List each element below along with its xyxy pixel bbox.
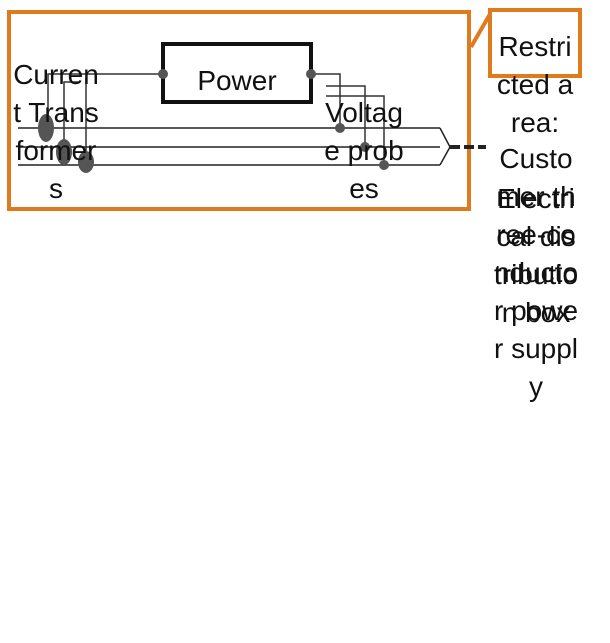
restricted-area-label: Restricted area: — [496, 31, 574, 138]
vp-dot-3 — [379, 160, 389, 170]
meter-terminal-left — [158, 69, 168, 79]
vp-dot-2 — [360, 142, 370, 152]
vp-dot-1 — [335, 123, 345, 133]
ct-clamp-2 — [56, 139, 72, 165]
distribution-box-label: Electrical distribution box — [493, 183, 579, 328]
conductor-bracket — [439, 127, 451, 166]
restricted-area-pointer — [469, 13, 492, 48]
current-transformers-label: Current Transformers — [13, 59, 99, 204]
restricted-area-frame — [7, 10, 471, 211]
restricted-area-label-box — [488, 8, 582, 78]
voltage-probes-label: Voltage probes — [324, 97, 404, 204]
ct-leads — [47, 73, 163, 160]
power-meter-box — [161, 42, 313, 104]
voltage-probe-dots — [335, 123, 389, 170]
meter-terminal-right — [306, 69, 316, 79]
current-transformer-clamps — [38, 114, 94, 173]
customer-supply-label: Customer three-conductor power supply — [493, 143, 579, 402]
vp-leads — [311, 73, 385, 165]
power-meter-label: Power — [197, 65, 277, 96]
ct-clamp-3 — [78, 151, 94, 173]
ct-clamp-1 — [38, 114, 54, 142]
